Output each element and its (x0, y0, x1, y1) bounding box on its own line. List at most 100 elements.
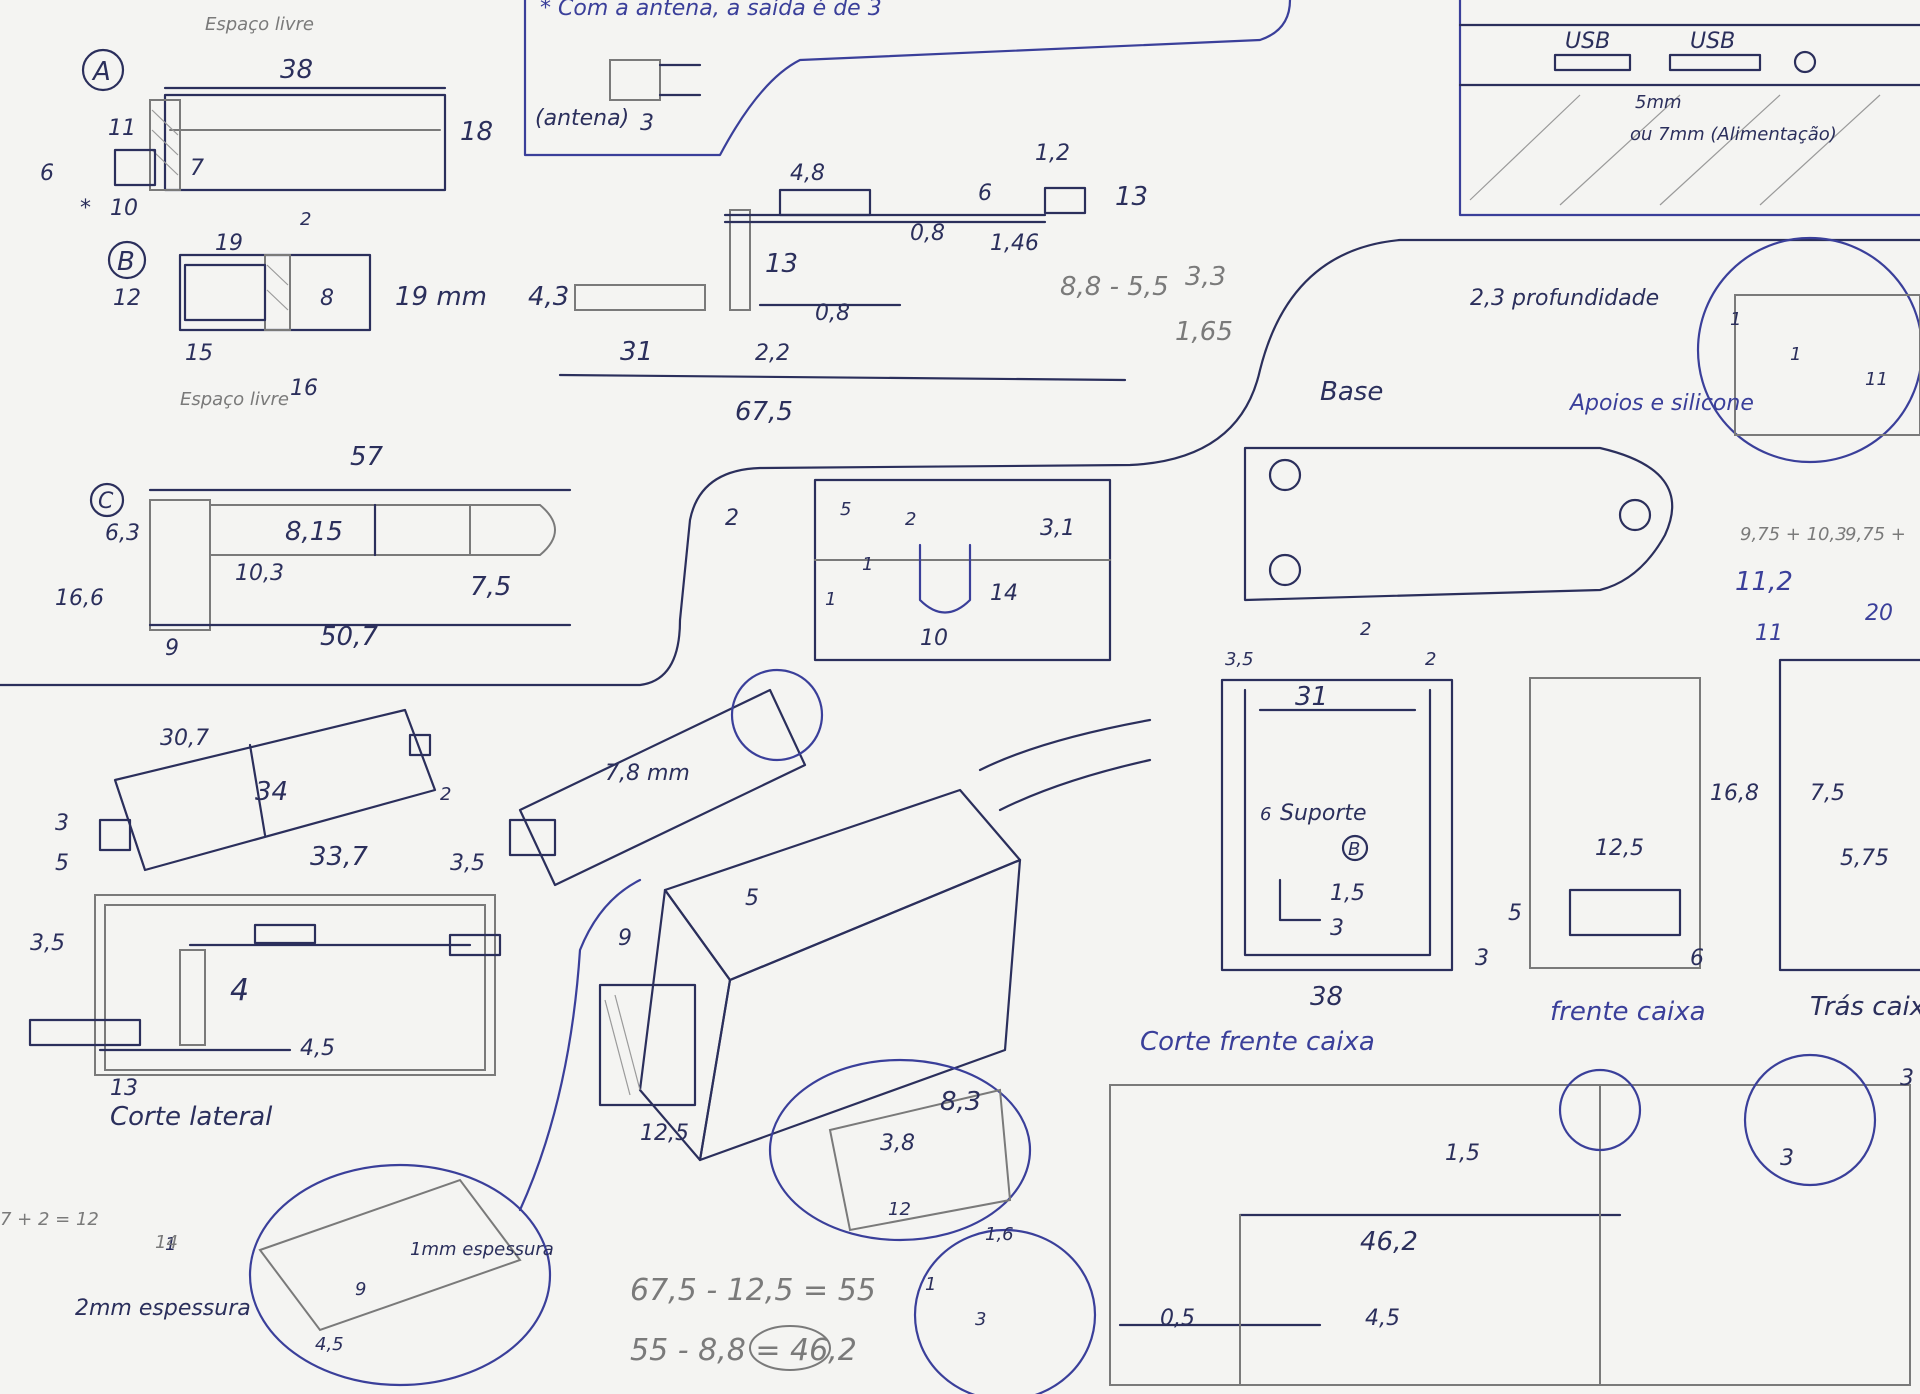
z-83: 8,3 (940, 1087, 981, 1117)
slanted-pcb: 30,7 34 2 3 5 33,7 7,8 mm 3,5 (55, 668, 824, 887)
a-11: 11 (108, 116, 136, 141)
cf-15: 1,5 (1330, 881, 1365, 906)
b-free-space: Espaço livre (180, 389, 289, 410)
lo-16: 1,6 (985, 1224, 1014, 1245)
p-13b: 13 (765, 249, 798, 279)
r-11: 11 (1755, 621, 1783, 646)
g-2: 2 (440, 784, 451, 805)
calc1b: 3,3 (1185, 262, 1226, 292)
base-label: Base (1320, 377, 1383, 407)
g-78: 7,8 mm (605, 761, 690, 786)
lo-05: 0,5 (1160, 1306, 1195, 1331)
z-38: 3,8 (880, 1131, 915, 1156)
corte-lateral: 3,5 4 4,5 13 Corte lateral (28, 894, 502, 1132)
cf-3b: 3 (1475, 946, 1489, 971)
usb-5: 5mm (1635, 92, 1682, 113)
b-15: 15 (185, 341, 213, 366)
p-6: 6 (978, 181, 992, 206)
tr-575: 5,75 (1840, 846, 1889, 871)
c-63: 6,3 (105, 521, 140, 546)
section-a: A Espaço livre 38 18 11 6 7 10 * (40, 14, 493, 221)
p-08a: 0,8 (910, 221, 945, 246)
usb2: USB (1690, 29, 1735, 54)
groove-detail: 2 5 2 3,1 1 1 14 10 (725, 478, 1112, 662)
calc2: 1,65 (1175, 317, 1233, 347)
b-12: 12 (113, 286, 141, 311)
r-975: 9,75 + 10,3 (1740, 524, 1847, 545)
b-8: 8 (320, 286, 334, 311)
cf-2a: 2 (1360, 619, 1371, 640)
tras-caixa: 16,8 7,5 5,75 Trás caixa (1710, 658, 1920, 1022)
box-3d: 9 5 12,5 (518, 718, 1152, 1212)
apoios: Apoios e silicone (1568, 391, 1754, 416)
g-307: 30,7 (160, 726, 209, 751)
sum2: 55 - 8,8 = 46,2 (630, 1333, 857, 1368)
d-1a: 1 (1730, 309, 1741, 330)
det-2b: 2 (905, 509, 916, 530)
cf-b: B (1348, 839, 1360, 860)
cf-38: 38 (1310, 982, 1343, 1012)
a-7: 7 (190, 156, 204, 181)
tr-75: 7,5 (1810, 781, 1845, 806)
p-31: 31 (620, 337, 653, 367)
right-notes: 9,75 + 10,3 9,75 + 11,2 11 20 (1735, 524, 1906, 646)
fc-title: frente caixa (1550, 997, 1706, 1027)
cf-title: Corte frente caixa (1140, 1027, 1375, 1057)
a-width: 38 (280, 55, 313, 85)
g-34: 34 (255, 777, 288, 807)
cl-13: 13 (110, 1076, 138, 1101)
cf-3: 3 (1330, 916, 1344, 941)
depth: 2,3 profundidade (1470, 286, 1659, 311)
z-12: 12 (888, 1199, 911, 1220)
cf-suporte: Suporte (1280, 801, 1367, 826)
c-letter: C (98, 489, 114, 514)
cf-35: 3,5 (1225, 649, 1254, 670)
a-6: 6 (40, 161, 54, 186)
a-letter: A (91, 57, 111, 87)
c-166: 16,6 (55, 586, 104, 611)
det-1b: 1 (825, 589, 836, 610)
w-2: 2mm espessura (75, 1296, 251, 1321)
g-337: 33,7 (310, 842, 368, 872)
c-9: 9 (165, 636, 179, 661)
p-13a: 13 (1115, 182, 1148, 212)
lo-3: 3 (975, 1309, 986, 1330)
frente-caixa: 12,5 5 6 frente caixa (1508, 677, 1706, 1027)
bx-9: 9 (618, 926, 632, 951)
d-11: 11 (1865, 369, 1888, 390)
a-star: * (80, 196, 91, 221)
zoom-detail: 8,3 3,8 12 (768, 1058, 1032, 1242)
section-b: B 19 2 12 8 19 mm 15 16 Espaço livre (107, 209, 487, 410)
det-5: 5 (840, 499, 851, 520)
fc-125: 12,5 (1595, 836, 1644, 861)
sums: 67,5 - 12,5 = 55 55 - 8,8 = 46,2 (630, 1273, 876, 1371)
g-3: 3 (55, 811, 69, 836)
c-75: 7,5 (470, 572, 511, 602)
region-divider (0, 238, 1920, 687)
cl-4: 4 (230, 973, 249, 1008)
lo-15: 1,5 (1445, 1141, 1480, 1166)
c-57: 57 (350, 442, 384, 472)
r-112: 11,2 (1735, 567, 1793, 597)
wall-detail: 1 1mm espessura 9 2mm espessura 4,5 14 7… (0, 1163, 554, 1387)
w-14: 14 (155, 1232, 178, 1253)
p-48: 4,8 (790, 161, 825, 186)
b-19: 19 (215, 231, 243, 256)
c-103: 10,3 (235, 561, 284, 586)
usb-note: ou 7mm (Alimentação) (1630, 124, 1837, 145)
p-43: 4,3 (528, 282, 569, 312)
p-12: 1,2 (1035, 141, 1070, 166)
antenna-label: (antena) (535, 106, 629, 131)
det-14: 14 (990, 581, 1018, 606)
w-calc: 7 + 2 = 12 (0, 1209, 99, 1230)
w-45: 4,5 (315, 1334, 344, 1355)
p-08b: 0,8 (815, 301, 850, 326)
a-free-space: Espaço livre (205, 14, 314, 35)
d-1b: 1 (1790, 344, 1801, 365)
lo-3b: 3 (1780, 1146, 1794, 1171)
det-2: 2 (725, 506, 739, 531)
det-1: 1 (862, 554, 873, 575)
b-16: 16 (290, 376, 318, 401)
